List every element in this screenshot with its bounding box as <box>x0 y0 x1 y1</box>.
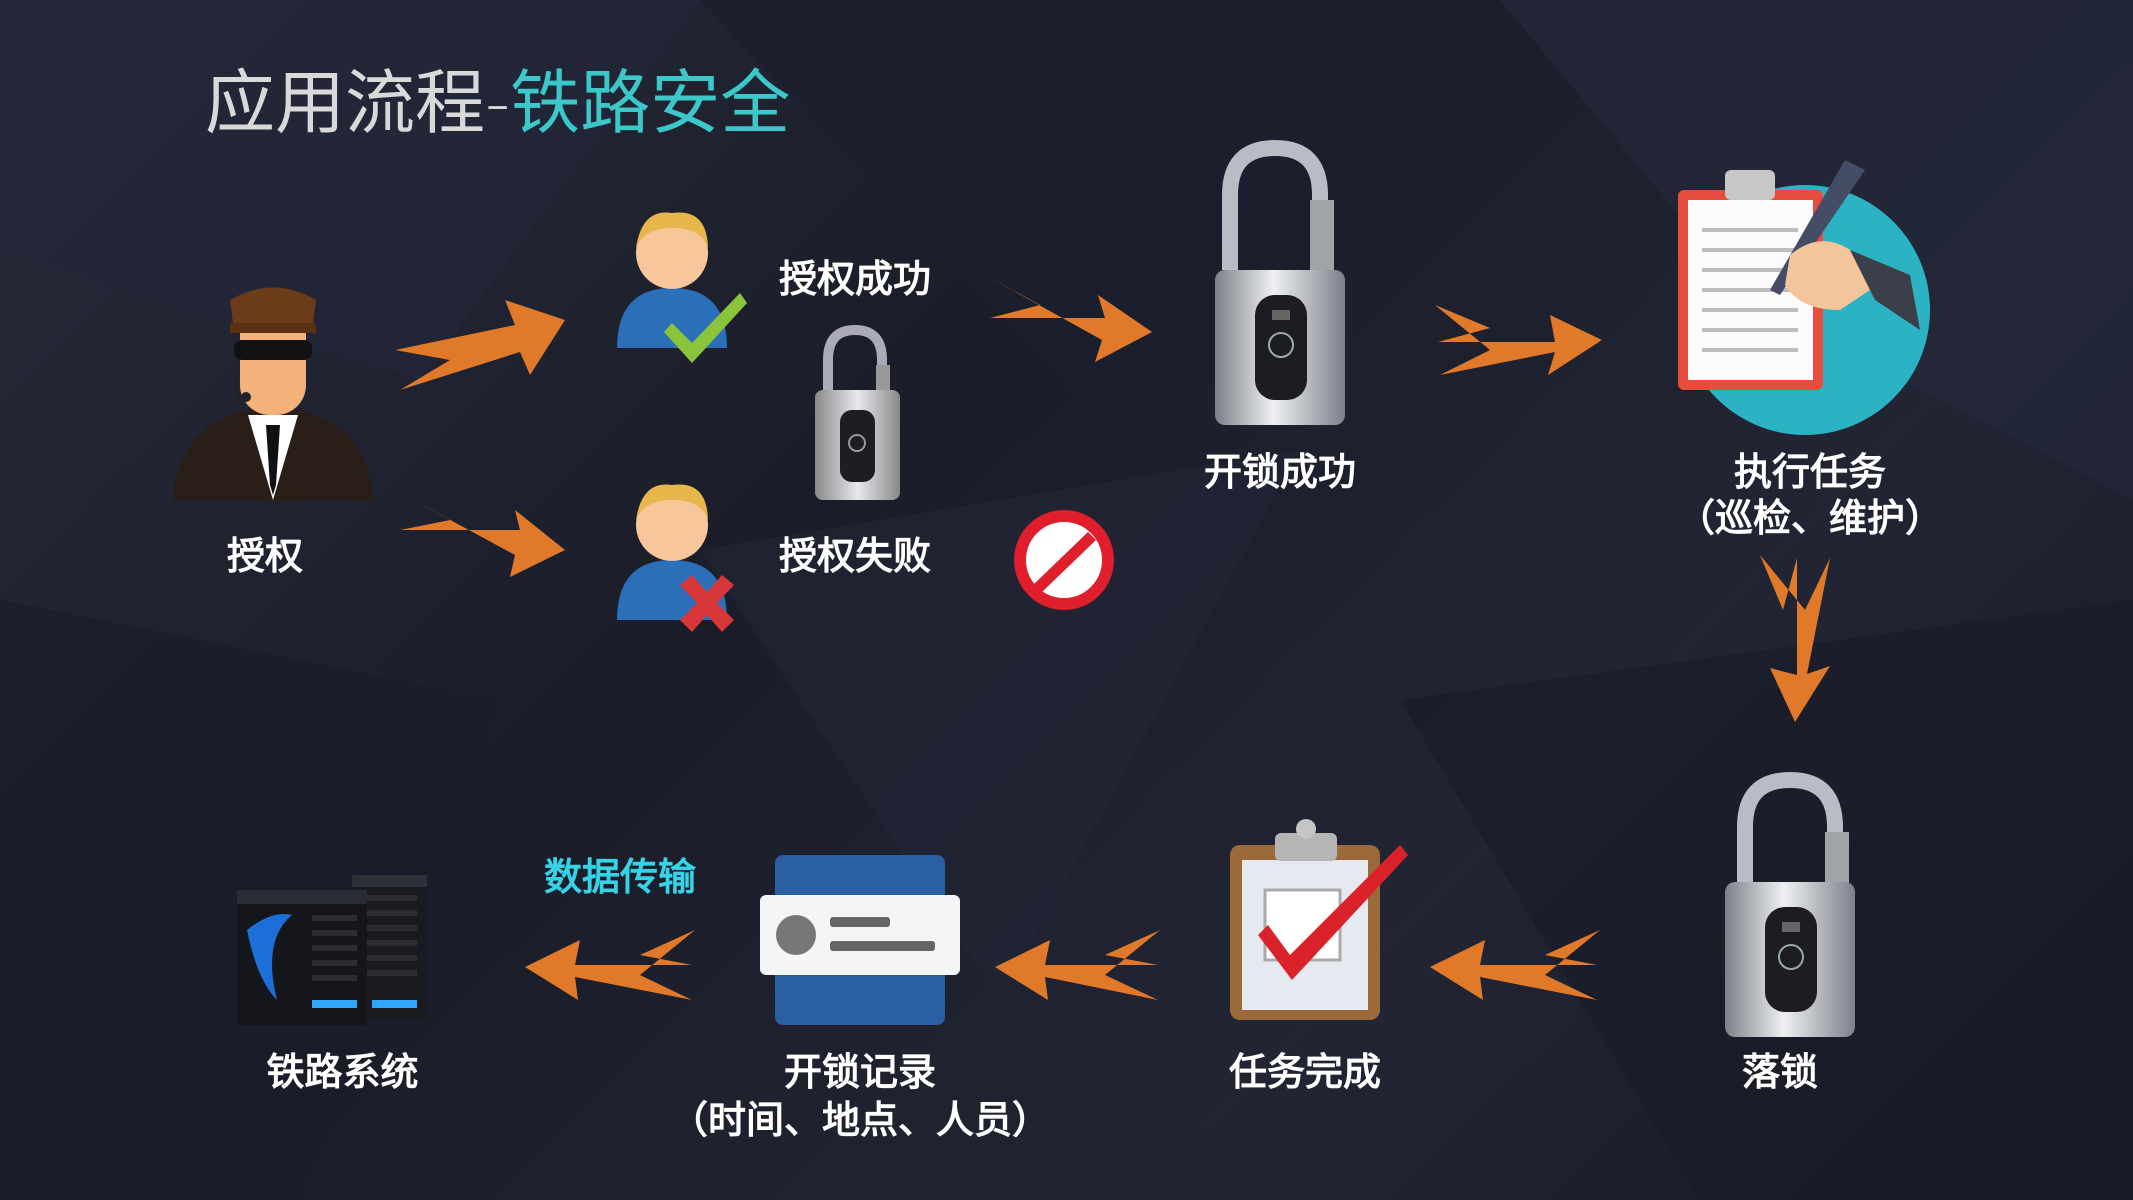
clipboard-check-icon <box>1220 815 1410 1025</box>
title-separator: - <box>485 62 511 144</box>
arrow-to-railway <box>525 930 695 1000</box>
user-x-icon <box>612 480 747 635</box>
node-label-railway-system: 铁路系统 <box>266 1050 419 1094</box>
node-label-unlock-success: 开锁成功 <box>1203 450 1356 494</box>
arrow-to-record <box>995 930 1160 1000</box>
arrow-to-success <box>395 300 565 390</box>
arrow-to-unlock <box>985 275 1152 362</box>
prohibited-icon <box>1012 508 1116 612</box>
edge-label-data-transfer: 数据传输 <box>543 855 696 899</box>
title-main: 应用流程 <box>205 62 485 144</box>
clipboard-writing-icon <box>1670 160 1930 440</box>
node-label-unlock-record: 开锁记录 <box>783 1050 936 1094</box>
node-label-task-done: 任务完成 <box>1228 1050 1381 1094</box>
node-label-auth-success: 授权成功 <box>778 257 931 301</box>
padlock-open-small-icon <box>810 325 905 505</box>
arrow-to-lock <box>1760 555 1830 722</box>
node-label-authorize: 授权 <box>226 534 303 578</box>
node-label-auth-fail: 授权失败 <box>778 534 931 578</box>
padlock-icon <box>1720 772 1860 1040</box>
security-guard-icon <box>168 285 378 505</box>
title-sub: 铁路安全 <box>510 62 791 144</box>
arrow-to-task-done <box>1430 930 1600 1000</box>
padlock-open-icon <box>1210 140 1350 430</box>
id-card-icon <box>760 855 960 1025</box>
arrow-to-fail <box>395 490 565 577</box>
node-sublabel-execute-task: （巡检、维护） <box>1676 496 1943 540</box>
node-label-execute-task: 执行任务 <box>1733 450 1886 494</box>
server-icon <box>232 870 432 1030</box>
page-title: 应用流程-铁路安全 <box>205 58 790 148</box>
arrow-to-task <box>1435 305 1602 375</box>
node-label-lock: 落锁 <box>1741 1050 1818 1094</box>
node-sublabel-unlock-record: （时间、地点、人员） <box>669 1098 1050 1142</box>
user-check-icon <box>612 208 747 363</box>
